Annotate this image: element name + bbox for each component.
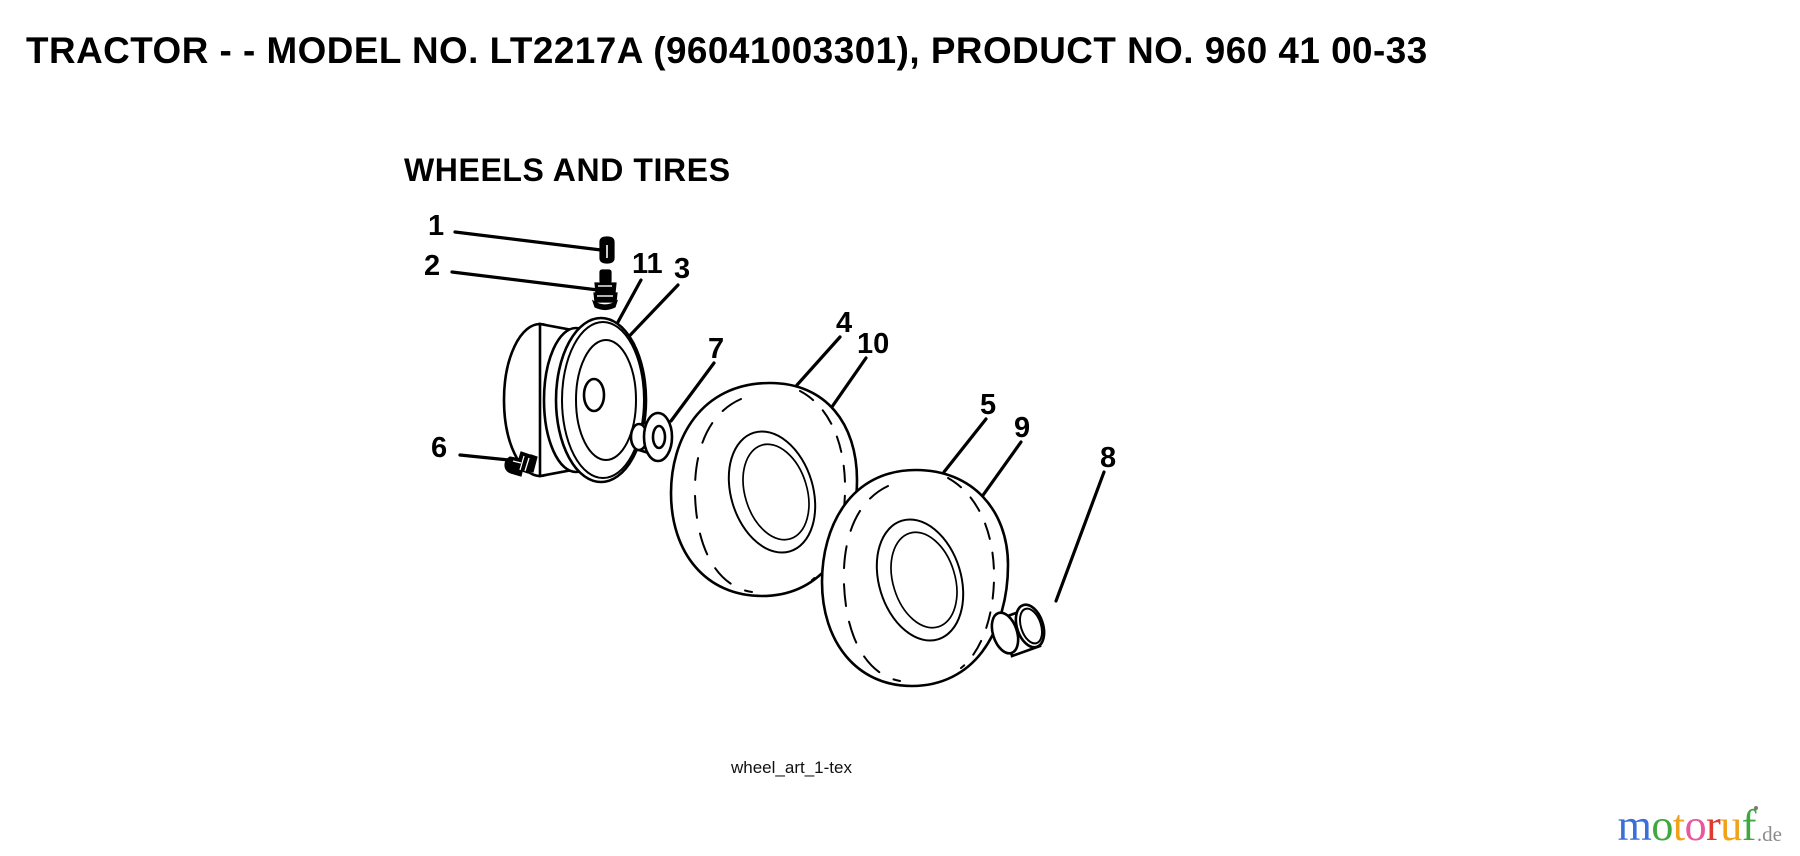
callout-3: 3 — [674, 253, 691, 285]
rear-tire-bore-inner — [890, 531, 958, 629]
axle-bushing-bore — [1018, 607, 1044, 645]
leader-6 — [458, 453, 511, 462]
section-heading: WHEELS AND TIRES — [404, 152, 731, 188]
leader-1 — [453, 230, 603, 252]
figure-caption: wheel_art_1-tex — [731, 758, 852, 777]
leader-10 — [825, 356, 868, 416]
bushing-bore — [651, 424, 667, 450]
logo-letter-m: m — [1617, 801, 1652, 850]
logo-tld: .de — [1756, 822, 1782, 846]
leader-8 — [1054, 470, 1106, 603]
part-bushing-spacer — [629, 411, 674, 463]
part-wheel-rim — [502, 316, 648, 484]
rear-tire-bore — [875, 518, 965, 642]
part-valve-cap — [599, 236, 615, 264]
callout-9: 9 — [1014, 412, 1031, 444]
part-rear-tire — [820, 468, 1010, 688]
motoruf-logo-wordmark: motoruf — [1617, 801, 1758, 850]
front-tire-bore — [727, 430, 817, 554]
callout-11: 11 — [632, 248, 663, 280]
leader-5 — [942, 417, 988, 474]
part-axle-bushing — [990, 603, 1046, 658]
part-grease-fitting — [504, 451, 538, 477]
callout-2: 2 — [424, 250, 441, 282]
logo-letter-t: t — [1672, 801, 1685, 850]
callout-5: 5 — [980, 389, 997, 421]
rear-tire-outer — [820, 468, 1010, 688]
motoruf-watermark: motoruf .de — [1618, 796, 1782, 848]
rim-outer-lip — [561, 321, 645, 479]
rear-tire-tread-line-2 — [947, 477, 996, 669]
rear-tire-tread-line-1 — [842, 485, 901, 682]
callout-4: 4 — [836, 307, 853, 339]
leader-4 — [795, 335, 842, 387]
logo-letter-r: r — [1706, 801, 1721, 850]
leader-7 — [669, 361, 716, 423]
rim-disc — [575, 339, 637, 461]
logo-letter-f: f — [1741, 801, 1757, 850]
logo-letter-o2: o — [1684, 801, 1707, 850]
page-title: TRACTOR - - MODEL NO. LT2217A (960410033… — [26, 30, 1428, 71]
callout-8: 8 — [1100, 442, 1117, 474]
callout-7: 7 — [708, 333, 725, 365]
callout-1: 1 — [428, 210, 445, 242]
front-tire-bore-inner — [742, 443, 810, 541]
rim-hub-bore — [582, 377, 606, 413]
front-tire-outer — [669, 381, 859, 598]
callout-10: 10 — [857, 328, 890, 360]
front-tire-tread-line-1 — [694, 398, 753, 593]
leader-9 — [979, 440, 1023, 500]
callout-6: 6 — [431, 432, 448, 464]
logo-letter-u: u — [1720, 801, 1742, 850]
part-valve-stem — [591, 269, 619, 311]
leader-2 — [450, 270, 600, 292]
logo-letter-o1: o — [1651, 801, 1673, 850]
logo-accent-dot — [1753, 806, 1758, 810]
part-front-tire — [669, 381, 859, 598]
